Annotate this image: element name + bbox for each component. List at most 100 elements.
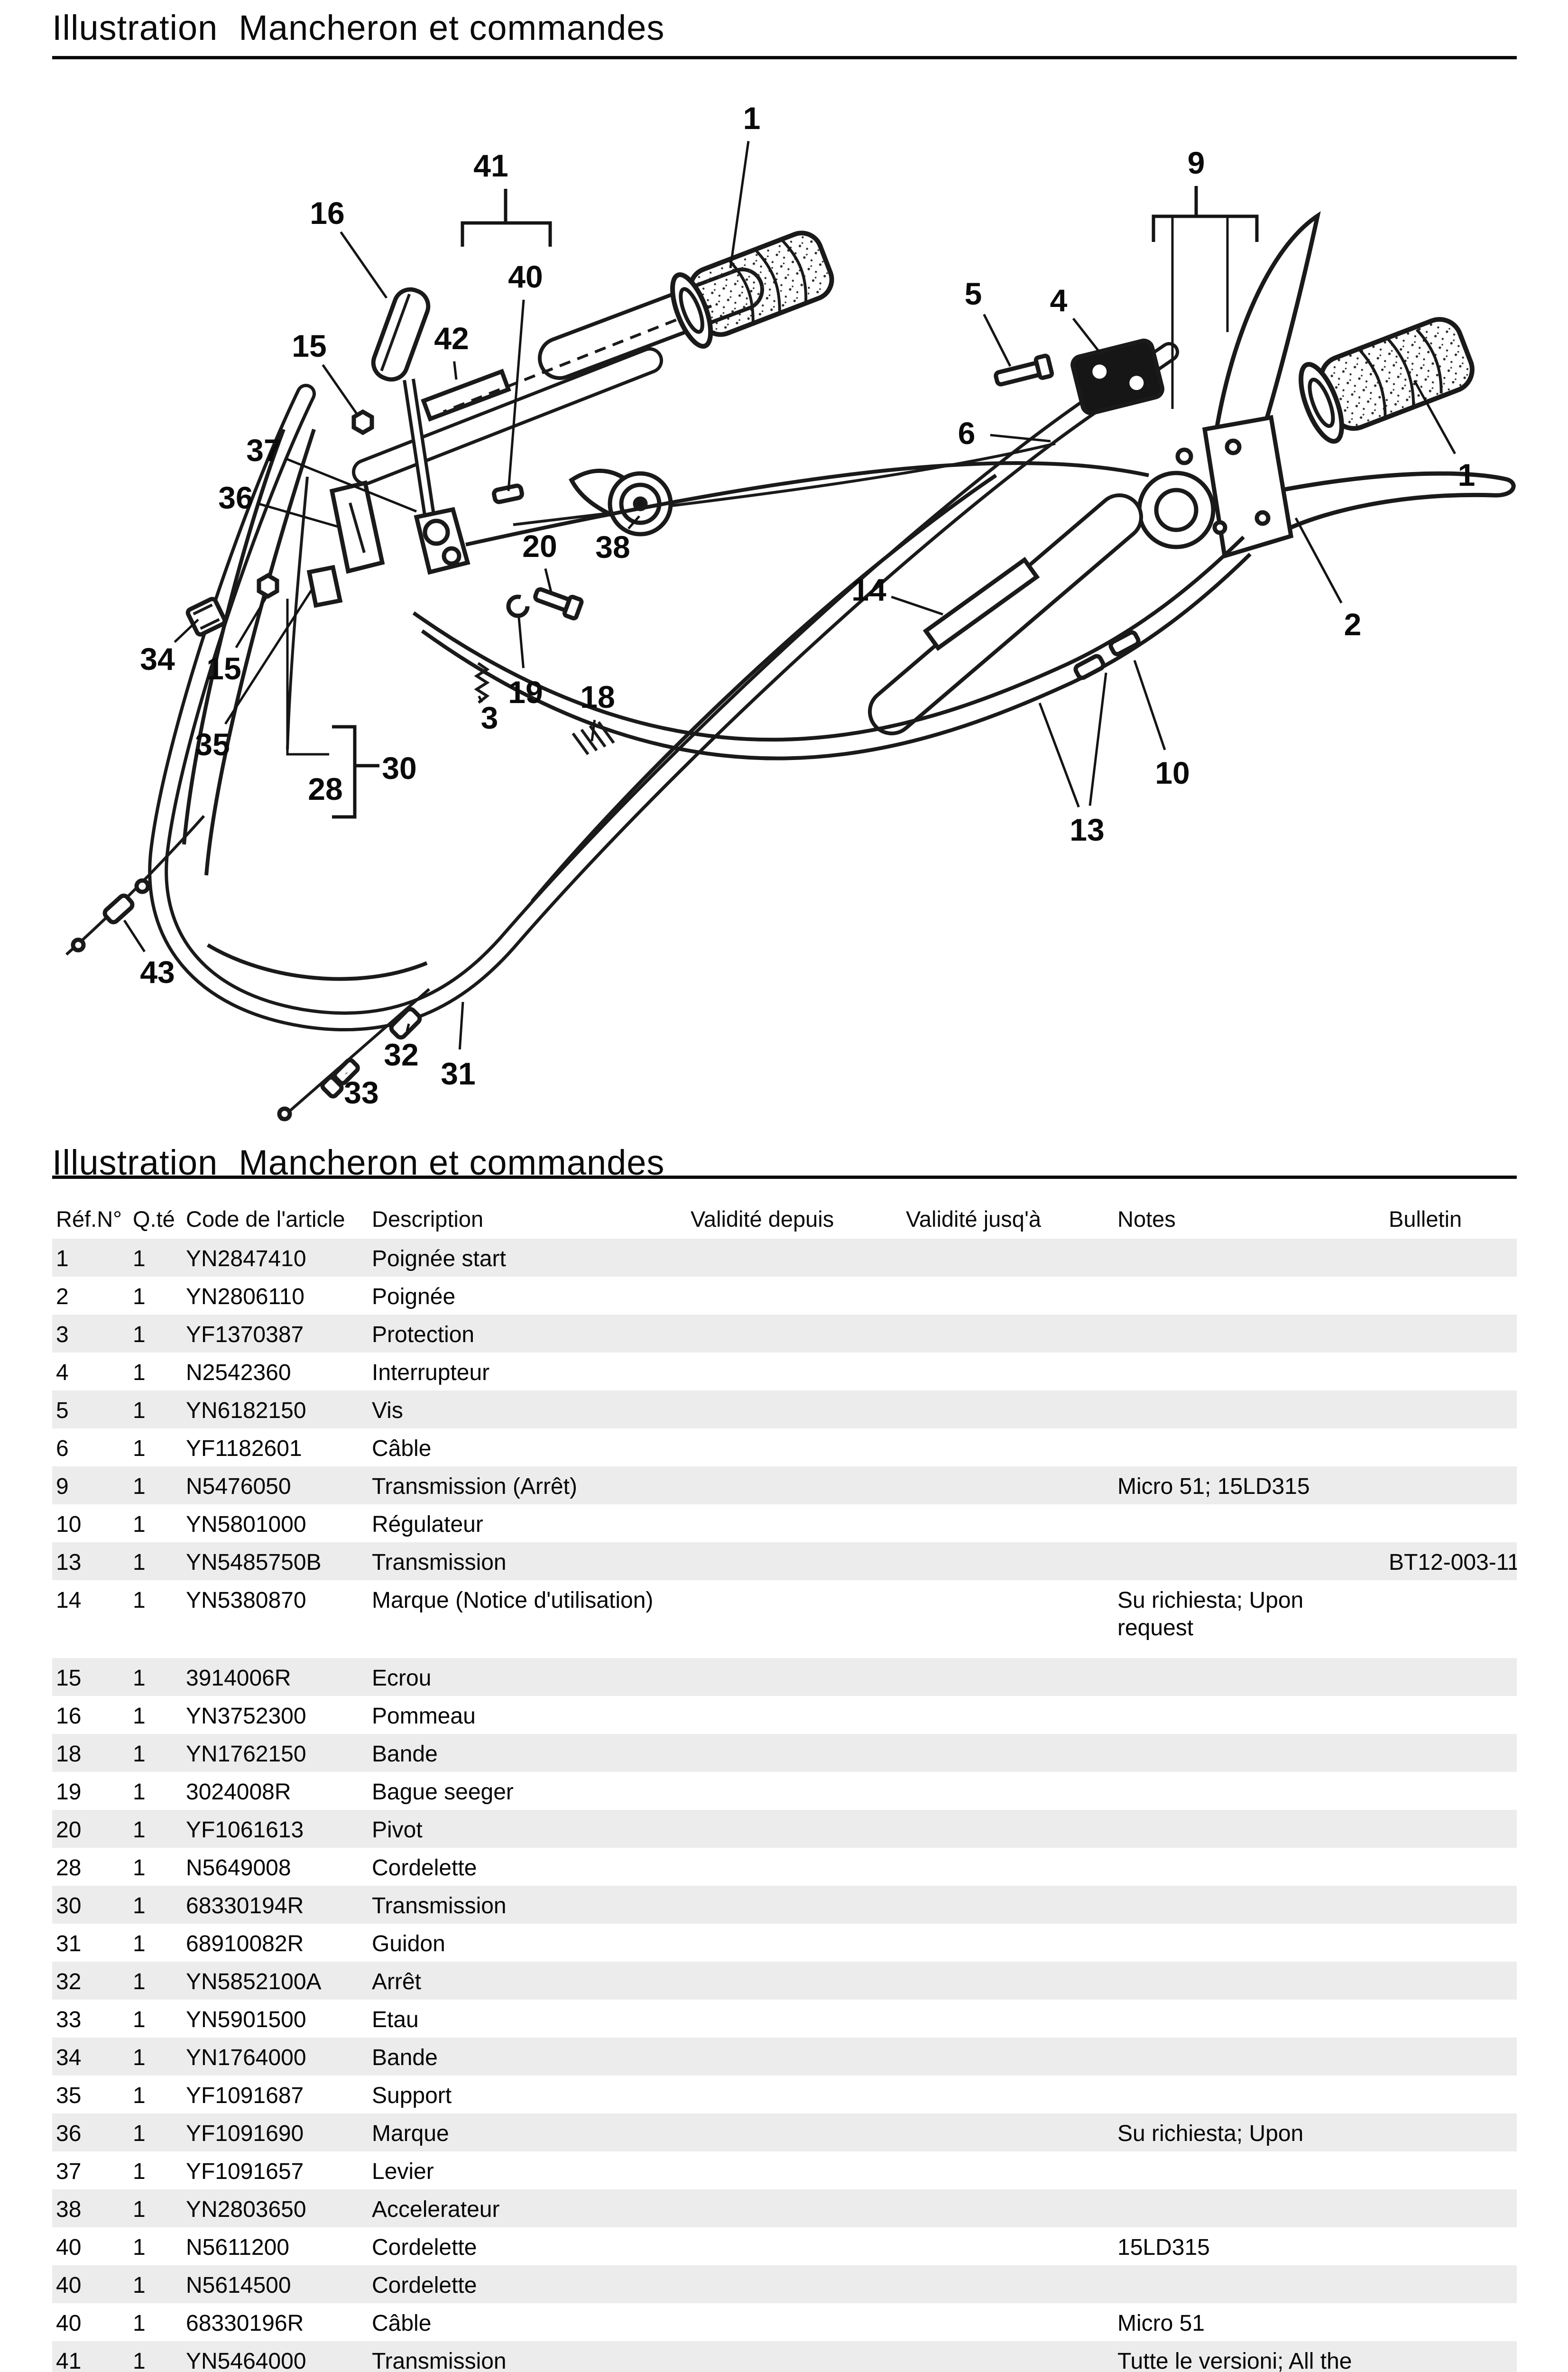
cell-code: 68910082R — [186, 1931, 304, 1956]
callout-36: 36 — [218, 480, 253, 515]
callout-40: 40 — [508, 259, 543, 294]
callout-35: 35 — [195, 727, 230, 762]
callout-43: 43 — [140, 954, 175, 990]
callout-leader-4 — [1072, 317, 1100, 353]
page-title-name: Mancheron et commandes — [239, 8, 665, 47]
cell-ref: 33 — [56, 2007, 82, 2032]
cell-notes: Tutte le versioni; All the versions; Mot… — [1117, 2349, 1352, 2372]
callout-leader-15 — [235, 596, 268, 649]
cell-desc: Transmission — [372, 2349, 507, 2372]
cell-ref: 38 — [56, 2197, 82, 2222]
label-plate-42 — [421, 369, 511, 422]
bracket-9 — [1152, 186, 1259, 409]
cell-ref: 31 — [56, 1931, 82, 1956]
cell-qty: 1 — [133, 2083, 146, 2108]
cell-ref: 19 — [56, 1779, 82, 1805]
cell-ref: 10 — [56, 1512, 82, 1537]
bracket-30 — [286, 599, 379, 819]
cell-ref: 14 — [56, 1588, 82, 1613]
callout-18: 18 — [580, 679, 615, 714]
callout-leader-1 — [1413, 380, 1456, 454]
cell-code: YF1061613 — [186, 1817, 304, 1843]
cell-ref: 4 — [56, 1360, 69, 1385]
seeger-ring — [506, 594, 530, 618]
cell-qty: 1 — [133, 2311, 146, 2336]
cell-ref: 36 — [56, 2121, 82, 2146]
cell-notes: Su richiesta; Upon request — [1117, 2121, 1304, 2151]
cell-qty: 1 — [133, 1284, 146, 1309]
callout-16: 16 — [310, 195, 344, 231]
cell-code: YN2847410 — [186, 1246, 306, 1271]
cell-code: YN5380870 — [186, 1588, 306, 1613]
callout-leader-31 — [458, 1001, 464, 1050]
cell-desc: Ecrou — [372, 1666, 432, 1691]
cell-desc: Bande — [372, 2045, 438, 2070]
cell-desc: Poignée start — [372, 1246, 506, 1271]
cell-notes: 15LD315 — [1117, 2235, 1210, 2260]
callout-leader-14 — [891, 595, 943, 616]
callout-19: 19 — [508, 675, 543, 710]
cell-code: 3024008R — [186, 1779, 291, 1805]
callout-leader-42 — [453, 361, 458, 380]
cell-desc: Bande — [372, 1742, 438, 1767]
cell-desc: Vis — [372, 1398, 403, 1423]
cell-ref: 3 — [56, 1322, 69, 1347]
right-grip — [1299, 317, 1475, 444]
col-header-ref: Réf.N° — [56, 1206, 122, 1232]
callout-30: 30 — [382, 751, 416, 786]
cell-desc: Transmission — [372, 1893, 507, 1918]
cell-desc: Câble — [372, 2311, 432, 2336]
cell-code: YF1182601 — [186, 1436, 302, 1461]
cell-code: YN2806110 — [186, 1284, 304, 1309]
cell-notes: Micro 51 — [1117, 2311, 1205, 2336]
col-header-desc: Description — [372, 1206, 484, 1232]
callout-leader-40 — [507, 299, 525, 491]
start-grip — [670, 231, 834, 349]
cell-ref: 2 — [56, 1284, 69, 1309]
cell-qty: 1 — [133, 2159, 146, 2184]
callout-leader-32 — [406, 1023, 410, 1032]
callout-13: 13 — [1070, 812, 1104, 847]
callout-1: 1 — [1458, 457, 1476, 492]
cell-code: YF1091687 — [186, 2083, 304, 2108]
callout-leader-16 — [340, 231, 388, 299]
screw-5 — [994, 353, 1054, 387]
callout-37: 37 — [246, 433, 281, 468]
callout-15: 15 — [292, 328, 326, 363]
cell-ref: 40 — [56, 2311, 82, 2336]
cell-qty: 1 — [133, 2007, 146, 2032]
handlebar-loop — [148, 342, 1179, 1032]
callout-38: 38 — [595, 529, 630, 565]
callout-28: 28 — [308, 771, 342, 806]
throttle-cable — [465, 461, 1149, 547]
cell-ref: 40 — [56, 2235, 82, 2260]
callout-2: 2 — [1344, 607, 1362, 642]
diagram-svg: 1414016421537369546203814121519335101334… — [65, 101, 1516, 1121]
callout-leader-38 — [627, 515, 640, 530]
cell-desc: Pivot — [372, 1817, 423, 1843]
callout-leader-19 — [517, 617, 525, 668]
cell-qty: 1 — [133, 1550, 146, 1575]
cell-ref: 30 — [56, 1893, 82, 1918]
cell-code: N5611200 — [186, 2235, 289, 2260]
cell-code: N5476050 — [186, 1474, 291, 1499]
cell-code: YF1091657 — [186, 2159, 304, 2184]
callout-42: 42 — [434, 321, 469, 356]
cell-ref: 34 — [56, 2045, 82, 2070]
callout-6: 6 — [958, 416, 976, 451]
notice-sleeve — [868, 493, 1143, 735]
cell-notes: Su richiesta; Upon request — [1117, 1588, 1304, 1640]
callout-leader-35 — [224, 588, 314, 725]
cell-qty: 1 — [133, 1855, 146, 1881]
